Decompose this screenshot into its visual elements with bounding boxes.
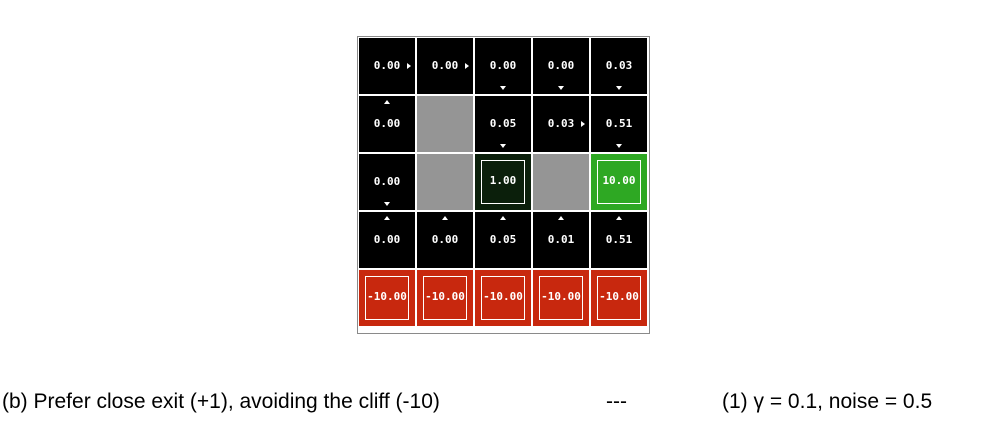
- policy-arrow-up-icon: [500, 216, 506, 220]
- cell-value: -10.00: [483, 290, 523, 303]
- grid-cell-empty: 0.00: [359, 96, 415, 152]
- cell-value: 0.51: [605, 233, 633, 246]
- gridworld-grid: 0.00 0.00 0.00 0.00 0.03 0.00 0.05 0.03 0.51 0.00…: [357, 36, 650, 334]
- policy-arrow-down-icon: [500, 86, 506, 90]
- grid-cell-empty: 0.05: [475, 212, 531, 268]
- policy-arrow-up-icon: [558, 216, 564, 220]
- terminal-border: [539, 276, 583, 320]
- terminal-border: [481, 160, 525, 204]
- grid-cell-cliff: -10.00: [359, 270, 415, 326]
- cell-value: -10.00: [599, 290, 639, 303]
- caption-scenario: (b) Prefer close exit (+1), avoiding the…: [2, 390, 440, 413]
- caption-separator: ---: [606, 390, 627, 413]
- grid-cell-empty: 0.00: [359, 38, 415, 94]
- cell-value: 0.03: [605, 59, 633, 72]
- terminal-border: [423, 276, 467, 320]
- grid-cell-empty: 0.00: [417, 212, 473, 268]
- policy-arrow-up-icon: [616, 216, 622, 220]
- cell-value: 0.00: [373, 59, 401, 72]
- cell-value: 0.00: [373, 175, 401, 188]
- cell-value: 0.51: [605, 117, 633, 130]
- policy-arrow-down-icon: [558, 86, 564, 90]
- cell-value: 0.00: [489, 59, 517, 72]
- cell-value: 10.00: [602, 174, 636, 187]
- grid-cell-empty: 0.01: [533, 212, 589, 268]
- policy-arrow-down-icon: [616, 86, 622, 90]
- grid-cell-empty: 0.51: [591, 212, 647, 268]
- cell-value: 0.00: [431, 59, 459, 72]
- grid-cell-wall: [533, 154, 589, 210]
- cell-value: -10.00: [541, 290, 581, 303]
- policy-arrow-down-icon: [500, 144, 506, 148]
- terminal-border: [597, 160, 641, 204]
- grid-cell-empty: 0.51: [591, 96, 647, 152]
- grid-cell-cliff: -10.00: [475, 270, 531, 326]
- policy-arrow-right-icon: [465, 63, 469, 69]
- grid-cell-empty: 0.00: [359, 212, 415, 268]
- cell-value: 0.00: [547, 59, 575, 72]
- cell-value: 0.05: [489, 233, 517, 246]
- cell-value: 0.00: [373, 117, 401, 130]
- policy-arrow-up-icon: [442, 216, 448, 220]
- grid-cell-empty: 0.00: [417, 38, 473, 94]
- grid-cell-cliff: -10.00: [417, 270, 473, 326]
- cell-value: 1.00: [489, 174, 517, 187]
- grid-cell-wall: [417, 96, 473, 152]
- grid-cell-exit-positive-large: 10.00: [591, 154, 647, 210]
- terminal-border: [481, 276, 525, 320]
- grid-cell-wall: [417, 154, 473, 210]
- policy-arrow-down-icon: [616, 144, 622, 148]
- cell-value: -10.00: [367, 290, 407, 303]
- policy-arrow-down-icon: [384, 202, 390, 206]
- grid-cell-cliff: -10.00: [533, 270, 589, 326]
- grid-cell-empty: 0.00: [533, 38, 589, 94]
- cell-value: 0.01: [547, 233, 575, 246]
- policy-arrow-up-icon: [384, 100, 390, 104]
- grid-cell-cliff: -10.00: [591, 270, 647, 326]
- grid-cell-empty: 0.03: [591, 38, 647, 94]
- policy-arrow-right-icon: [407, 63, 411, 69]
- cell-value: 0.03: [547, 117, 575, 130]
- caption-parameters: (1) γ = 0.1, noise = 0.5: [722, 390, 933, 413]
- cell-value: 0.00: [431, 233, 459, 246]
- policy-arrow-right-icon: [581, 121, 585, 127]
- cell-value: 0.00: [373, 233, 401, 246]
- grid-cell-empty: 0.00: [475, 38, 531, 94]
- cell-value: 0.05: [489, 117, 517, 130]
- grid-cell-empty: 0.00: [359, 154, 415, 210]
- terminal-border: [365, 276, 409, 320]
- cell-value: -10.00: [425, 290, 465, 303]
- grid-cell-empty: 0.03: [533, 96, 589, 152]
- grid-cell-exit-positive-small: 1.00: [475, 154, 531, 210]
- terminal-border: [597, 276, 641, 320]
- grid-cell-empty: 0.05: [475, 96, 531, 152]
- policy-arrow-up-icon: [384, 216, 390, 220]
